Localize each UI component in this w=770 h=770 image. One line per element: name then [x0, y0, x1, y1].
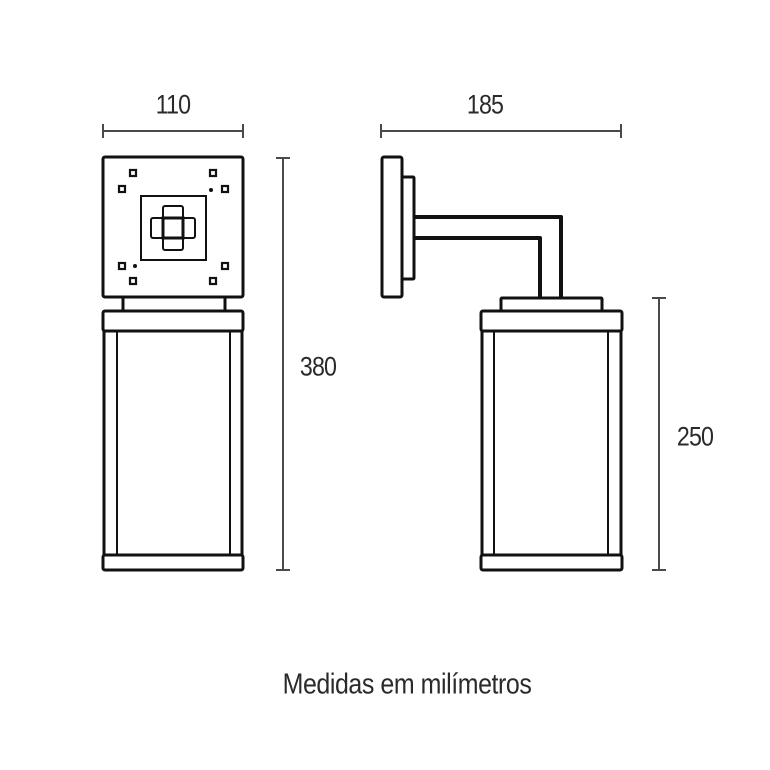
cross-connector	[150, 205, 196, 251]
side-small-cap	[499, 296, 604, 313]
side-view	[380, 155, 624, 572]
side-body-height-label: 250	[676, 421, 714, 452]
side-wall-plate	[380, 155, 404, 299]
mounting-holes	[117, 168, 230, 286]
side-lantern-body	[480, 329, 623, 557]
front-height-label: 380	[299, 351, 337, 382]
dimension-front-height	[276, 157, 290, 571]
side-base	[479, 553, 624, 572]
side-arm	[414, 215, 563, 298]
dimension-side-body-height	[652, 297, 666, 571]
dimension-side-projection	[380, 124, 622, 138]
side-top-cap	[479, 309, 624, 333]
front-base	[101, 553, 245, 572]
center-mount-square	[140, 195, 207, 261]
front-width-label: 110	[155, 89, 191, 120]
side-projection-label: 185	[466, 89, 504, 120]
front-view	[101, 155, 245, 572]
side-spacer	[400, 175, 416, 281]
units-caption: Medidas em milímetros	[282, 668, 532, 701]
dimension-front-width	[102, 124, 244, 138]
front-top-cap	[101, 309, 245, 333]
front-lantern-body	[102, 329, 244, 557]
